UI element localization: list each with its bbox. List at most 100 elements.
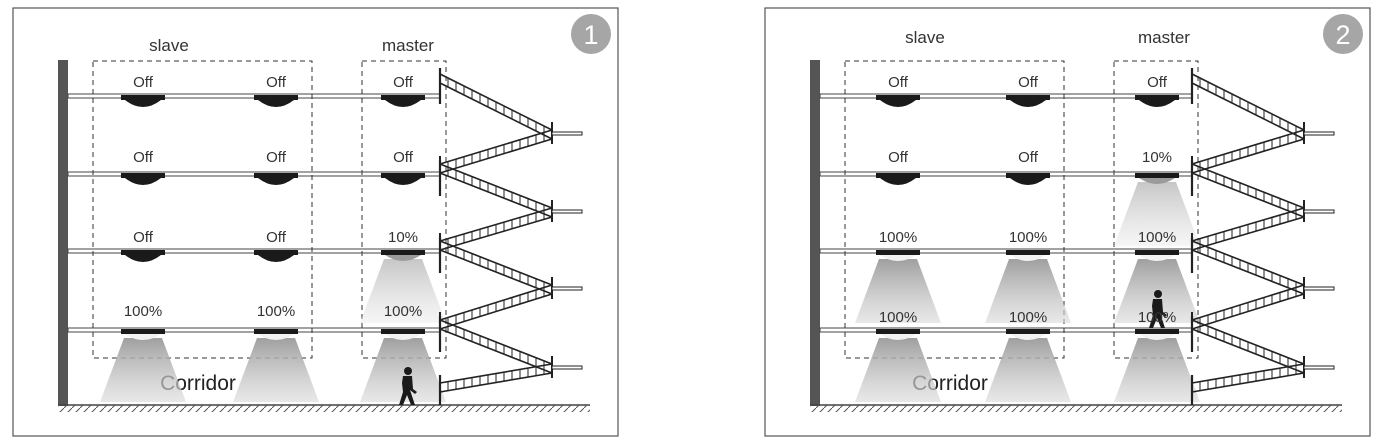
panel-2: 2 slave master Corridor Off Off Off Off …	[764, 7, 1371, 437]
slave-group-box	[92, 60, 313, 359]
light-beam	[985, 259, 1071, 323]
lamp-glow	[1010, 334, 1046, 340]
panel-1: 1 slave master Corridor Off Off Off Off …	[12, 7, 619, 437]
slave-label: slave	[149, 36, 189, 55]
lamp-glow	[1139, 255, 1175, 261]
master-label: master	[382, 36, 434, 55]
stair-flight	[1191, 284, 1305, 334]
stair-landing	[1303, 131, 1335, 136]
light-beam	[233, 338, 319, 402]
staircase	[1190, 68, 1335, 405]
lamp-mount	[254, 250, 298, 255]
lamp-level-label: Off	[888, 149, 909, 166]
lamp-mount	[381, 250, 425, 255]
panel-graphics	[810, 60, 1342, 412]
lamp-level-label: Off	[133, 229, 154, 246]
lamp-level-label: 100%	[879, 229, 917, 246]
lamp-level-label: 100%	[1009, 229, 1047, 246]
step-badge: 2	[1323, 14, 1363, 54]
lamp-level-label: Off	[393, 149, 414, 166]
lamp-dome	[385, 255, 421, 261]
light-beam	[985, 338, 1071, 402]
lamp-level-label: Off	[393, 74, 414, 91]
lamp-dome	[1010, 100, 1046, 107]
lamp-level-label: 10%	[388, 229, 418, 246]
panel-frame	[12, 7, 619, 437]
lamp-level-label: 100%	[124, 303, 162, 320]
staircase	[438, 68, 583, 405]
lamp-mount	[121, 95, 165, 100]
lamp-level-label: Off	[266, 74, 287, 91]
building-wall	[810, 60, 820, 406]
lamp-mount	[1006, 250, 1050, 255]
lamp-dome	[125, 100, 161, 107]
lamp-mount	[1135, 95, 1179, 100]
lamp-level-label: Off	[1147, 74, 1168, 91]
lamp-level-labels: Off Off Off Off Off 10% 100% 100% 100% 1…	[879, 74, 1176, 326]
lamp-mount	[254, 95, 298, 100]
stair-landing	[551, 365, 583, 370]
lamp-mount	[876, 250, 920, 255]
lamp-mount	[1006, 173, 1050, 178]
light-beam	[1114, 182, 1200, 246]
badge-number: 1	[583, 20, 598, 50]
lamp-dome	[1139, 100, 1175, 107]
stair-landing	[1303, 286, 1335, 291]
lamp-dome	[125, 255, 161, 262]
light-beam	[855, 338, 941, 402]
lamp-glow	[880, 255, 916, 261]
lamp-level-label: 100%	[384, 303, 422, 320]
lamp-mount	[1135, 250, 1179, 255]
lamp-mount	[121, 173, 165, 178]
lamp-mount	[876, 95, 920, 100]
person-icon	[1149, 290, 1167, 328]
slave-group-box	[844, 60, 1065, 359]
lamp-mount	[121, 250, 165, 255]
person-icon	[399, 367, 417, 405]
lamp-mount	[1006, 329, 1050, 334]
lamp-dome	[125, 178, 161, 185]
stair-landing	[1303, 365, 1335, 370]
lamp-dome	[258, 255, 294, 262]
lamp-level-label: Off	[1018, 74, 1039, 91]
lamp-level-label: 100%	[1138, 309, 1176, 326]
stair-flight	[439, 319, 553, 378]
lamp-level-label: Off	[888, 74, 909, 91]
lamp-glow	[125, 334, 161, 340]
lamp-mount	[1135, 173, 1179, 178]
ground-hatch	[58, 405, 590, 412]
ground-hatch	[810, 405, 1342, 412]
stair-landing	[1303, 209, 1335, 214]
lamp-level-label: 100%	[879, 309, 917, 326]
lamp-mount	[876, 173, 920, 178]
lamp-dome	[1139, 178, 1175, 184]
lamp-dome	[1010, 178, 1046, 185]
master-label: master	[1138, 28, 1190, 47]
light-beam	[360, 259, 446, 323]
stair-flight	[1191, 207, 1305, 255]
lamp-level-label: Off	[133, 149, 154, 166]
lamp-glow	[880, 334, 916, 340]
lamp-mount	[1006, 95, 1050, 100]
panel-frame	[764, 7, 1371, 437]
lamp-level-label: 100%	[1009, 309, 1047, 326]
lamp-level-labels: Off Off Off Off Off Off Off Off 10% 100%…	[124, 74, 422, 320]
lamp-level-label: 100%	[257, 303, 295, 320]
slave-label: slave	[905, 28, 945, 47]
stair-landing	[551, 131, 583, 136]
stair-landing	[551, 286, 583, 291]
lamp-level-label: Off	[133, 74, 154, 91]
lamp-mount	[381, 95, 425, 100]
lamp-mount	[1135, 329, 1179, 334]
lamp-dome	[385, 178, 421, 185]
light-beam	[100, 338, 186, 402]
lamp-mount	[381, 329, 425, 334]
lamp-mount	[876, 329, 920, 334]
stair-flight	[439, 129, 553, 178]
stair-flight	[1191, 73, 1305, 144]
light-beam	[855, 259, 941, 323]
lamp-glow	[258, 334, 294, 340]
lamp-dome	[258, 100, 294, 107]
